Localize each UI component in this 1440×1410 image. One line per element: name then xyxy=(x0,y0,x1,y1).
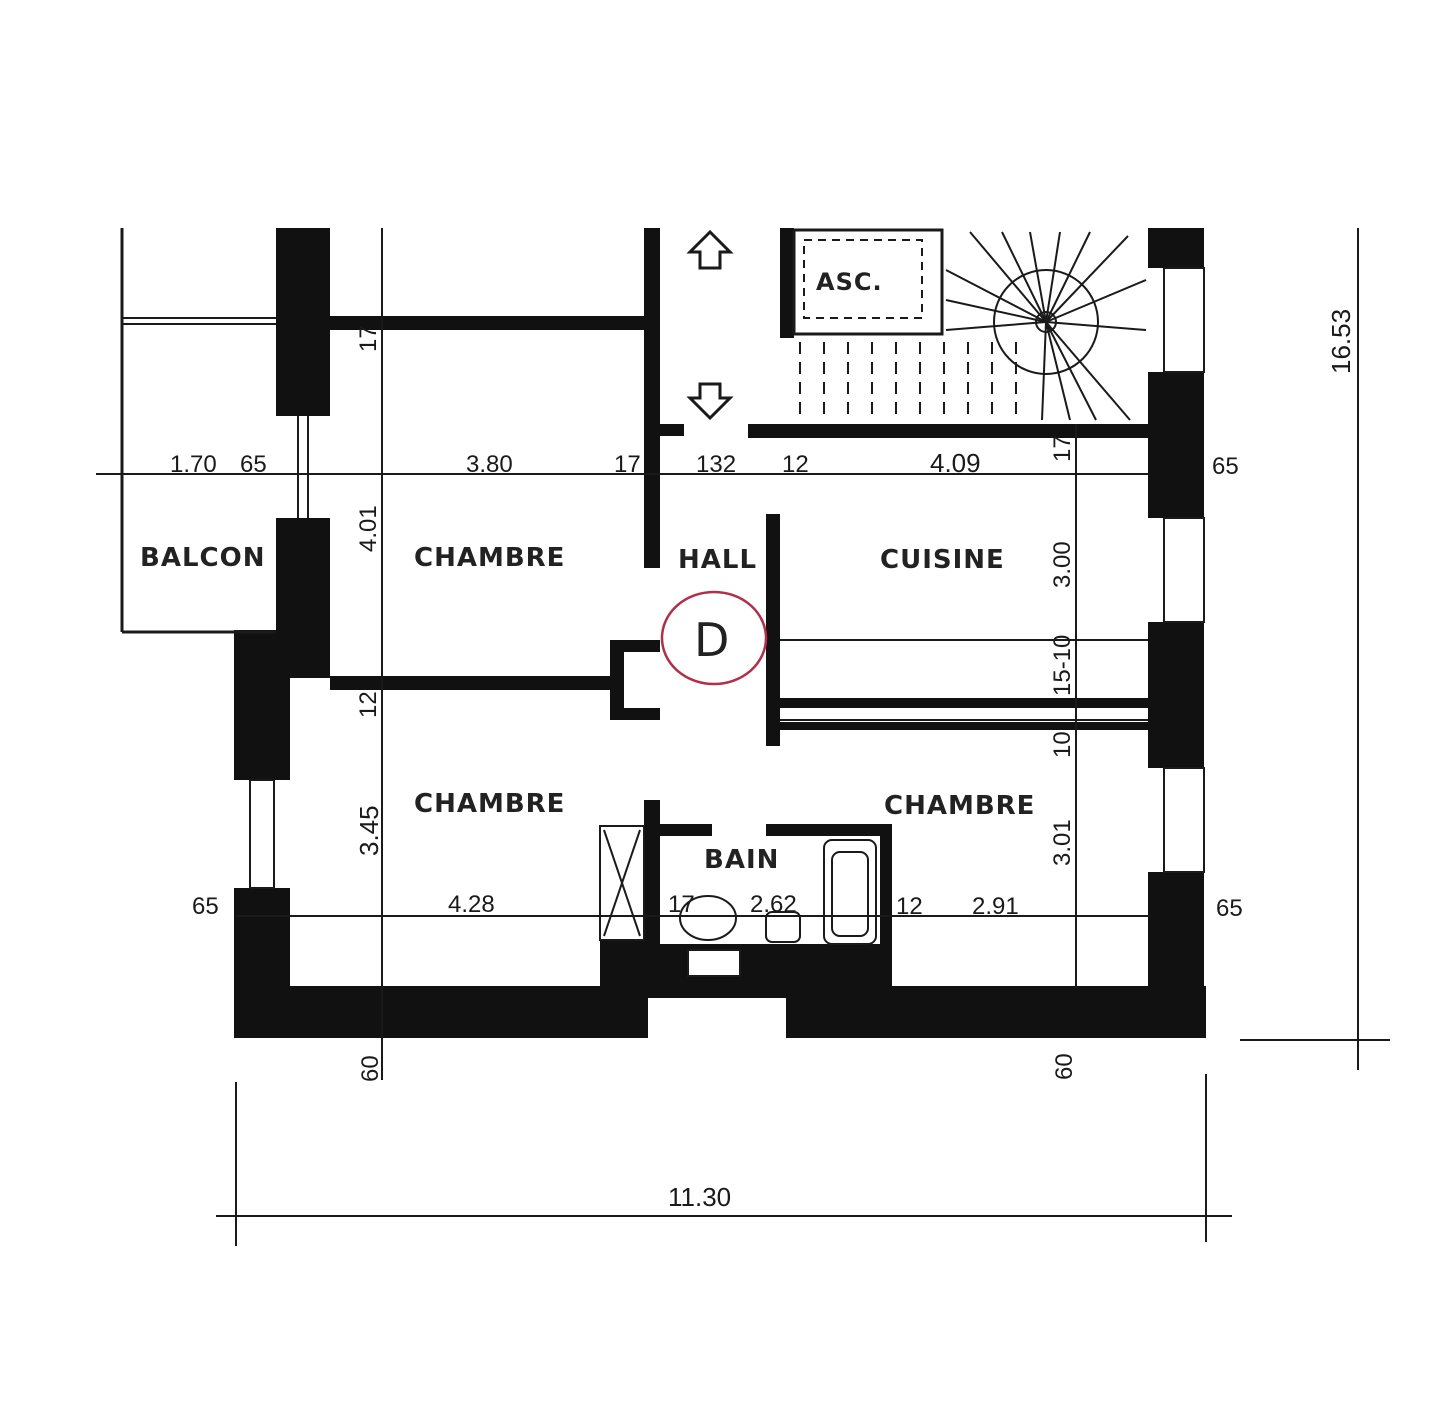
dim-vert-3-01: 3.01 xyxy=(1049,819,1076,866)
bathtub-inner xyxy=(831,851,869,937)
wall-bottom-left xyxy=(234,986,648,1038)
wall-right-upper xyxy=(1148,372,1204,518)
wall-bath-bottom xyxy=(650,944,890,998)
dim-top-17: 17 xyxy=(614,451,641,478)
wall-left-lower xyxy=(234,630,290,780)
window-right-2 xyxy=(1163,517,1205,623)
unit-marker-circle xyxy=(660,590,768,686)
dim-vert-12: 12 xyxy=(355,691,382,718)
dim-bot-12: 12 xyxy=(896,893,923,920)
dim-top-right-65: 65 xyxy=(1212,453,1239,480)
dimension-labels: 1.70 65 3.80 17 132 12 4.09 65 17 4.01 1… xyxy=(170,309,1356,1212)
dim-vert-3-45: 3.45 xyxy=(354,805,384,856)
stairs-spiral xyxy=(945,231,1147,421)
wall-hall-left xyxy=(644,228,660,568)
dim-bot-right-65: 65 xyxy=(1216,895,1243,922)
unit-marker-label: D xyxy=(694,613,729,667)
dim-top-4-09: 4.09 xyxy=(930,448,981,478)
wall-chambre-se-top xyxy=(780,722,1148,730)
room-cuisine: CUISINE xyxy=(880,545,1005,575)
dim-bot-4-28: 4.28 xyxy=(448,891,495,918)
wall-bath-top-left xyxy=(660,824,712,836)
dim-bot-2-91: 2.91 xyxy=(972,893,1019,920)
wall-chambre-top xyxy=(330,316,644,330)
wall-asc-left xyxy=(780,228,794,338)
window-left xyxy=(249,779,275,889)
dim-bot-60-left: 60 xyxy=(357,1055,384,1082)
dim-bot-2-62: 2.62 xyxy=(750,891,797,918)
bathtub-icon xyxy=(823,839,877,945)
dim-top-12: 12 xyxy=(782,451,809,478)
wall-cuisine-bottom xyxy=(780,698,1148,708)
unit-marker: D xyxy=(660,590,768,686)
wall-bath-left-block xyxy=(600,940,650,998)
dim-total-height: 16.53 xyxy=(1326,309,1356,374)
wall-right-top xyxy=(1148,228,1204,268)
dimension-lines xyxy=(96,228,1390,1246)
wall-bath-top-right xyxy=(766,824,892,836)
dim-vert-17-top: 17 xyxy=(355,325,382,352)
dim-total-width: 11.30 xyxy=(668,1182,731,1212)
bath-cabinet xyxy=(687,949,741,977)
wall-closet-left xyxy=(610,640,624,720)
room-hall: HALL xyxy=(678,545,757,575)
closet-box xyxy=(599,825,645,941)
arrow-up-icon xyxy=(686,229,734,270)
dim-vert-17-right: 17 xyxy=(1049,435,1076,462)
sink-icon xyxy=(679,895,737,941)
room-labels: BALCON CHAMBRE HALL CUISINE CHAMBRE CHAM… xyxy=(140,268,1035,875)
wall-hall-right xyxy=(766,514,780,746)
stairs-straight xyxy=(799,342,1017,420)
room-chambre-sw: CHAMBRE xyxy=(414,789,565,819)
dim-top-3-80: 3.80 xyxy=(466,451,513,478)
wall-left-upper xyxy=(276,228,330,416)
arrow-down-icon xyxy=(686,382,734,421)
toilet-icon xyxy=(765,911,801,943)
wall-bath-right xyxy=(880,824,892,986)
wall-chambres-divider xyxy=(330,676,612,690)
dim-bot-17: 17 xyxy=(668,891,695,918)
dim-vert-3-00: 3.00 xyxy=(1049,541,1076,588)
wall-bath-left xyxy=(644,800,660,944)
walls xyxy=(234,228,1206,1038)
dim-top-132: 132 xyxy=(696,451,736,478)
fixtures xyxy=(120,228,1205,977)
dim-top-65: 65 xyxy=(240,451,267,478)
dim-top-1-70: 1.70 xyxy=(170,451,217,478)
dim-vert-10: 10 xyxy=(1049,731,1076,758)
dim-vert-4-01: 4.01 xyxy=(355,505,382,552)
wall-hall-stub xyxy=(656,424,684,436)
room-chambre-se: CHAMBRE xyxy=(884,791,1035,821)
dim-bot-left-65: 65 xyxy=(192,893,219,920)
closet-x2 xyxy=(603,829,641,937)
wall-closet-top xyxy=(610,640,660,652)
dim-bot-60-right: 60 xyxy=(1051,1053,1078,1080)
wall-right-middle xyxy=(1148,622,1204,768)
wall-closet-bottom xyxy=(610,708,660,720)
room-bain: BAIN xyxy=(704,845,779,875)
elevator-shaft xyxy=(792,228,944,336)
elevator-cabin xyxy=(803,239,923,319)
room-balcon: BALCON xyxy=(140,543,265,573)
window-right-1 xyxy=(1163,267,1205,373)
dim-vert-15-10: 15-10 xyxy=(1049,635,1076,696)
wall-cuisine-top xyxy=(748,424,1148,438)
room-chambre-nw: CHAMBRE xyxy=(414,543,565,573)
room-asc: ASC. xyxy=(816,268,883,296)
wall-right-lower xyxy=(1148,872,1204,1038)
window-right-3 xyxy=(1163,767,1205,873)
